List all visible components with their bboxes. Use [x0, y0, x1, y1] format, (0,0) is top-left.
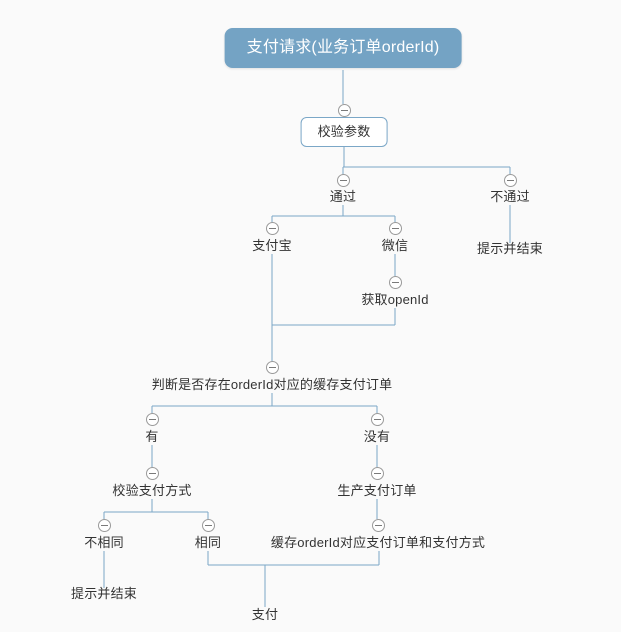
edge-path	[207, 551, 380, 607]
collapse-minus-icon[interactable]	[337, 103, 351, 117]
collapse-minus-icon[interactable]	[371, 518, 385, 532]
node-fail-end[interactable]: 提示并结束	[476, 241, 544, 256]
edge-path	[271, 205, 396, 222]
edge-path	[342, 147, 511, 174]
collapse-minus-icon[interactable]	[145, 466, 159, 480]
collapse-minus-icon[interactable]	[265, 360, 279, 374]
node-cache-order[interactable]: 缓存orderId对应支付订单和支付方式	[270, 535, 486, 550]
collapse-minus-icon[interactable]	[370, 466, 384, 480]
node-same[interactable]: 相同	[194, 535, 222, 550]
node-pay[interactable]: 支付	[251, 607, 279, 622]
node-validate[interactable]: 校验参数	[300, 117, 388, 147]
node-fail[interactable]: 不通过	[490, 189, 530, 204]
node-root[interactable]: 支付请求(业务订单orderId)	[224, 28, 462, 68]
collapse-minus-icon[interactable]	[145, 412, 159, 426]
collapse-minus-icon[interactable]	[336, 173, 350, 187]
collapse-minus-icon[interactable]	[388, 221, 402, 235]
node-has[interactable]: 有	[145, 429, 159, 444]
node-wechat[interactable]: 微信	[381, 238, 409, 253]
collapse-minus-icon[interactable]	[503, 173, 517, 187]
node-create-order[interactable]: 生产支付订单	[337, 483, 417, 498]
node-check-method[interactable]: 校验支付方式	[112, 483, 192, 498]
collapse-minus-icon[interactable]	[201, 518, 215, 532]
node-notsame-end[interactable]: 提示并结束	[70, 586, 138, 601]
collapse-minus-icon[interactable]	[388, 275, 402, 289]
node-check-cache[interactable]: 判断是否存在orderId对应的缓存支付订单	[151, 377, 393, 392]
edge-path	[151, 393, 378, 413]
collapse-minus-icon[interactable]	[265, 221, 279, 235]
collapse-minus-icon[interactable]	[97, 518, 111, 532]
node-none[interactable]: 没有	[363, 429, 391, 444]
node-not-same[interactable]: 不相同	[84, 535, 124, 550]
edge-path	[103, 499, 209, 519]
node-pass[interactable]: 通过	[329, 189, 357, 204]
node-openid[interactable]: 获取openId	[361, 292, 429, 307]
collapse-minus-icon[interactable]	[370, 412, 384, 426]
node-alipay[interactable]: 支付宝	[252, 238, 292, 253]
